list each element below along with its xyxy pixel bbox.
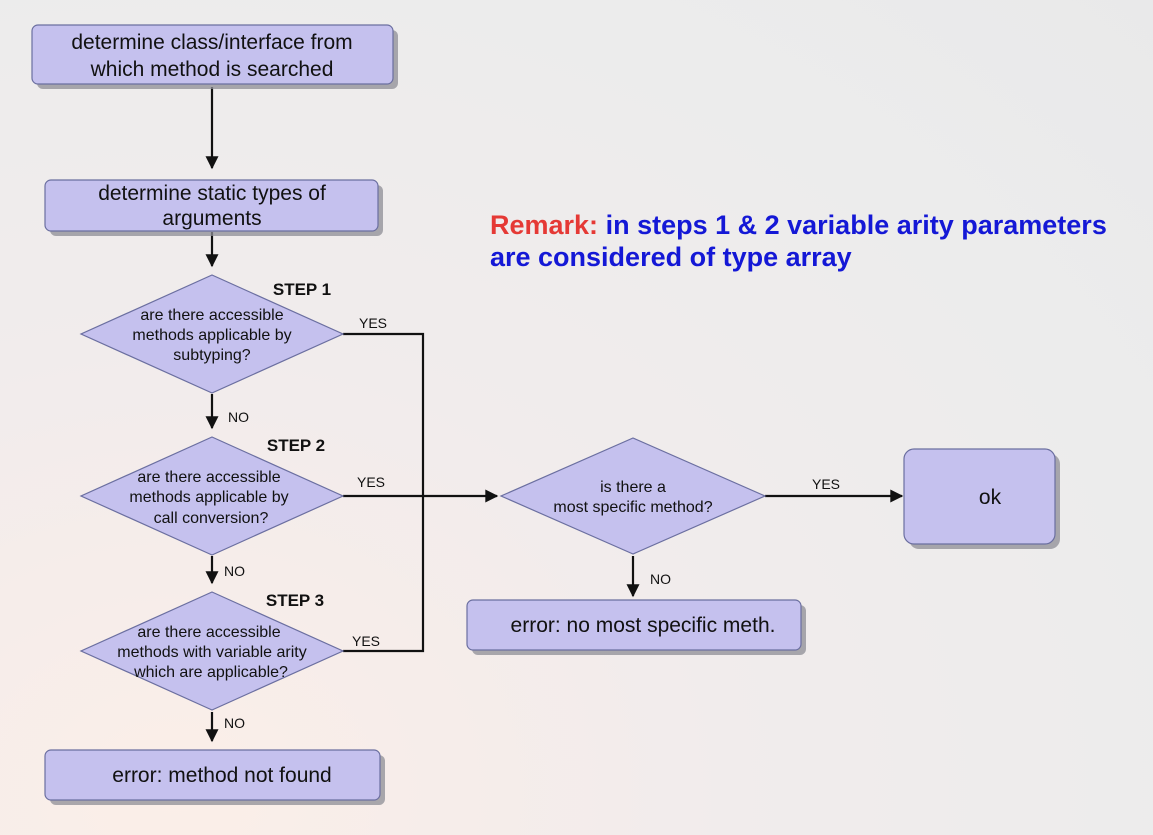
- most-specific-no-label: NO: [650, 571, 671, 587]
- node-no-most-specific: error: no most specific meth.: [466, 599, 806, 655]
- step1-line3: subtyping?: [173, 347, 250, 364]
- step3-line1: are there accessible: [137, 624, 280, 641]
- node-determine-types: determine static types of arguments: [44, 179, 383, 236]
- step3-line2: methods with variable arity: [117, 644, 306, 661]
- step2-line2: methods applicable by: [129, 489, 288, 506]
- step2-yes-label: YES: [357, 474, 385, 490]
- node-step3: STEP 3 are there accessible methods with…: [79, 591, 345, 711]
- most-specific-yes-label: YES: [812, 476, 840, 492]
- step2-line3: call conversion?: [154, 510, 269, 527]
- most-specific-line1: is there a: [600, 479, 666, 496]
- node-determine-class: determine class/interface from which met…: [31, 24, 398, 89]
- step2-no-label: NO: [224, 563, 245, 579]
- step1-line2: methods applicable by: [132, 327, 291, 344]
- step1-title: STEP 1: [273, 280, 331, 299]
- edge-step1-yes: [343, 332, 425, 496]
- step2-title: STEP 2: [267, 436, 325, 455]
- node-ok-label: ok: [979, 486, 1002, 509]
- node-determine-types-line2: arguments: [162, 207, 261, 230]
- step1-no-label: NO: [228, 409, 249, 425]
- remark-label: Remark:: [490, 210, 599, 240]
- node-method-not-found-label: error: method not found: [112, 764, 331, 787]
- step3-line3: which are applicable?: [133, 664, 288, 681]
- most-specific-line2: most specific method?: [553, 499, 712, 516]
- node-step2: STEP 2 are there accessible methods appl…: [79, 436, 345, 556]
- node-determine-class-line2: which method is searched: [90, 58, 334, 81]
- node-ok: ok: [903, 448, 1060, 549]
- node-step1: STEP 1 are there accessible methods appl…: [79, 274, 345, 394]
- step2-line1: are there accessible: [137, 469, 280, 486]
- remark-note: Remark: in steps 1 & 2 variable arity pa…: [490, 209, 1110, 273]
- node-determine-types-line1: determine static types of: [98, 182, 326, 205]
- step3-no-label: NO: [224, 715, 245, 731]
- step1-yes-label: YES: [359, 315, 387, 331]
- step3-yes-label: YES: [352, 633, 380, 649]
- edge-step3-yes: [343, 496, 425, 653]
- node-no-most-specific-label: error: no most specific meth.: [511, 614, 776, 637]
- node-most-specific: is there a most specific method?: [499, 437, 767, 555]
- remark-text: in steps 1 & 2 variable arity parameters…: [490, 210, 1107, 272]
- node-method-not-found: error: method not found: [44, 749, 385, 805]
- step3-title: STEP 3: [266, 591, 324, 610]
- step1-line1: are there accessible: [140, 307, 283, 324]
- node-determine-class-line1: determine class/interface from: [71, 31, 352, 54]
